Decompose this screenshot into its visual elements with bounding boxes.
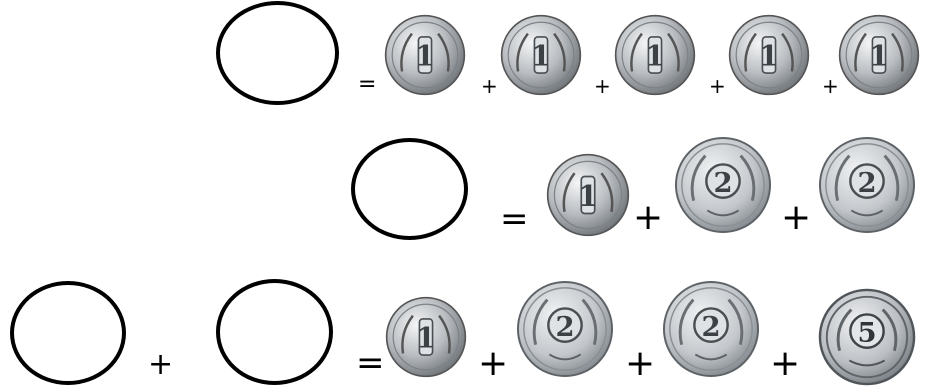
coin-2-millimes-icon: 2 [662, 280, 760, 378]
plus-sign-row1-a: + [481, 76, 498, 96]
answer-blank-row1[interactable] [216, 1, 339, 105]
svg-text:2: 2 [713, 167, 732, 199]
plus-sign-row2-b: + [781, 200, 811, 236]
answer-blank-row3-b[interactable] [216, 279, 333, 385]
coin-1-millime-icon: 1 [385, 296, 467, 378]
coin-1-millime-icon: 1 [384, 14, 466, 96]
coin-1-millime-icon: 1 [546, 153, 630, 237]
answer-blank-row3-a[interactable] [10, 281, 126, 385]
svg-text:1: 1 [531, 40, 550, 73]
coin-1-millime-icon: 1 [614, 14, 696, 96]
equals-sign-row3: = [356, 346, 385, 380]
svg-text:1: 1 [869, 40, 888, 73]
svg-text:1: 1 [416, 322, 435, 355]
plus-sign-row3-c: + [770, 346, 800, 382]
svg-text:2: 2 [857, 167, 876, 199]
coin-1-millime-icon: 1 [500, 14, 582, 96]
answer-blank-row2[interactable] [351, 138, 468, 240]
svg-text:1: 1 [415, 40, 434, 73]
svg-text:1: 1 [759, 40, 778, 73]
equals-sign-row1: = [358, 74, 376, 96]
plus-sign-row2-a: + [633, 200, 663, 236]
svg-text:5: 5 [857, 317, 876, 349]
plus-sign-row3-b: + [625, 346, 655, 382]
equals-sign-row2: = [500, 202, 529, 236]
coin-1-millime-icon: 1 [838, 14, 920, 96]
coin-2-millimes-icon: 2 [674, 136, 772, 234]
plus-sign-row3-a: + [478, 346, 508, 382]
svg-text:1: 1 [645, 40, 664, 73]
plus-sign-row1-d: + [822, 76, 839, 96]
coin-2-millimes-icon: 2 [818, 136, 916, 234]
coin-2-millimes-icon: 2 [516, 280, 614, 378]
plus-sign-row3-left: + [148, 350, 173, 380]
coin-1-millime-icon: 1 [728, 14, 810, 96]
coin-5-millimes-icon: 5 [818, 288, 916, 386]
plus-sign-row1-b: + [594, 76, 611, 96]
svg-text:2: 2 [701, 311, 720, 343]
svg-text:2: 2 [555, 311, 574, 343]
svg-text:1: 1 [578, 179, 598, 213]
plus-sign-row1-c: + [709, 76, 726, 96]
